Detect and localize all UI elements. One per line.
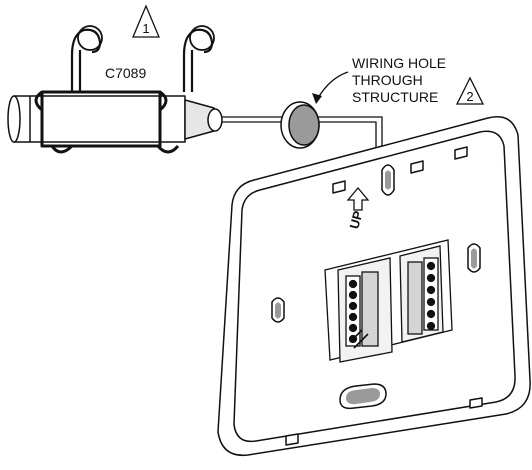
sensor-label: C7089	[105, 65, 146, 81]
right-mounting-loop	[182, 28, 214, 92]
wiring-hole-label-line-3: STRUCTURE	[352, 89, 438, 105]
note-2-number: 2	[466, 89, 473, 104]
note-2-triangle: 2	[455, 76, 485, 105]
sensor-tube-left-end	[7, 95, 21, 143]
up-label: UP	[346, 209, 365, 231]
note-1-triangle: 1	[132, 4, 160, 38]
up-arrow-icon	[346, 186, 370, 211]
wiring-hole-label-line-1: WIRING HOLE	[352, 55, 446, 71]
terminal-block	[324, 239, 453, 363]
left-mounting-loop	[70, 28, 102, 92]
note-1-number: 1	[142, 21, 149, 36]
mounting-loops	[70, 25, 215, 92]
right-terminal-column	[407, 257, 439, 335]
wiring-hole-label-line-2: THROUGH	[352, 72, 423, 88]
sensor-assembly	[7, 90, 223, 154]
sensor-clamp	[40, 90, 162, 148]
left-terminal-column	[345, 271, 379, 347]
wiring-hole-leader	[312, 71, 349, 104]
wiring-hole	[280, 101, 320, 149]
up-marker: UP	[346, 186, 370, 231]
